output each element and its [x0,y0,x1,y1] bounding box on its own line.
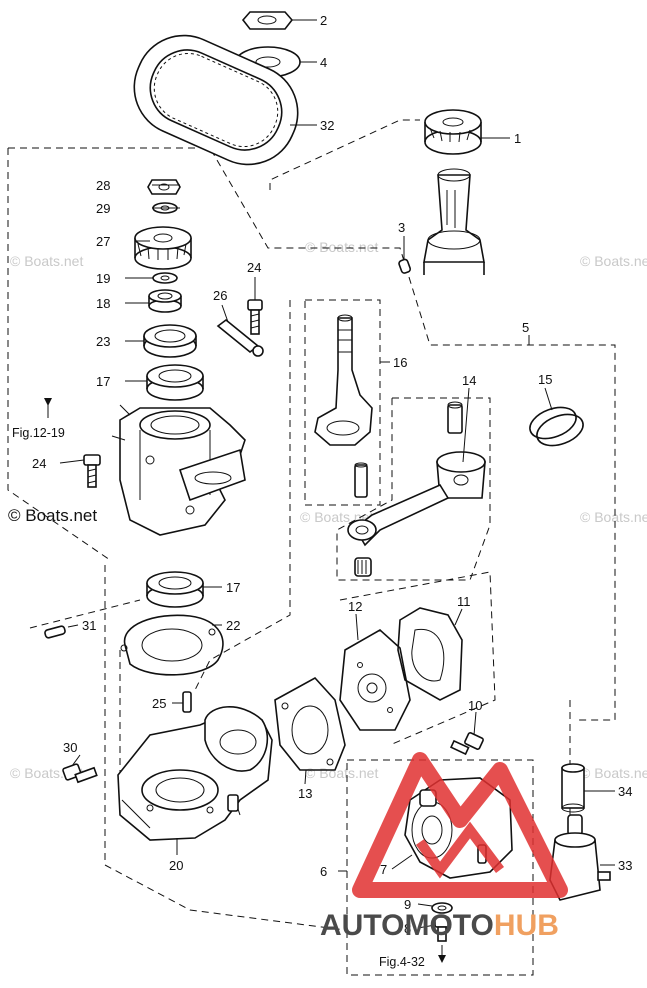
arrow-up-icon [44,398,52,406]
leader-lines [47,19,615,955]
part-24-upper-bolt [247,299,263,335]
watermark-text: © Boats.net [305,765,378,781]
callout-27: 27 [96,234,110,249]
callout-30: 30 [63,740,77,755]
watermark-text: © Boats.net [580,253,647,269]
part-17-upper-bearing [146,364,204,401]
figure-references: Fig.12-19 Fig.4-32 [12,398,446,969]
vertical-shaft [423,168,485,275]
part-27-drive-gear [134,226,192,270]
boats-net-watermark: © Boats.net [8,506,97,525]
callout-33: 33 [618,858,632,873]
logo-text-orange: HUB [494,909,559,942]
fig-ref-top[interactable]: Fig.12-19 [12,426,65,440]
callout-11: 11 [457,594,471,609]
part-22-gasket [120,614,224,676]
callout-1: 1 [514,131,521,146]
part-32-timing-belt [133,34,299,166]
callout-7: 7 [380,862,387,877]
part-31-dowel-pin [44,625,66,639]
callout-15: 15 [538,372,552,387]
assembly-outlines [7,119,616,976]
part-20-lower-housing [117,706,273,841]
automotohub-logo: AUTOMOTOHUB [320,752,568,942]
callout-9: 9 [404,897,411,912]
part-12-plate [339,629,411,731]
callout-16: 16 [393,355,407,370]
part-11-gasket [397,607,463,701]
mountain-logo-icon [352,752,568,898]
part-28-nut [147,179,181,195]
callout-2: 2 [320,13,327,28]
part-25-pin [182,691,192,713]
svg-text:AUTOMOTOHUB: AUTOMOTOHUB [320,909,559,942]
logo-zigzag-icon [415,821,504,879]
callout-6: 6 [320,864,327,879]
part-13-gasket [274,676,346,771]
callout-10: 10 [468,698,482,713]
part-30-bolt [62,763,98,784]
callout-26: 26 [213,288,227,303]
part-24-lower-bolt [83,454,101,488]
part-1-pulley [424,109,482,155]
callout-24-lower: 24 [32,456,46,471]
part-8-drain-screw [434,916,450,942]
part-17-lower-bearing [146,571,204,608]
part-16-crankshaft [314,314,373,498]
part-18-collar [148,289,182,313]
callout-25: 25 [152,696,166,711]
callout-12: 12 [348,599,362,614]
part-26-pin [216,318,264,357]
watermark-text: © Boats.net [10,253,83,269]
callout-14: 14 [462,373,476,388]
part-9-washer [431,902,453,914]
callout-3: 3 [398,220,405,235]
part-14-piston-assembly [347,401,486,577]
part-19-washer [152,272,178,284]
watermark-text: © Boats.net [305,239,378,255]
part-2-nut [241,11,294,30]
watermark-text: © Boats.net [580,765,647,781]
callout-28: 28 [96,178,110,193]
callout-8: 8 [404,921,411,936]
callout-24-upper: 24 [247,260,261,275]
callout-34: 34 [618,784,632,799]
part-3-key [398,258,412,274]
callout-13: 13 [298,786,312,801]
logo-text-dark: AUTOMOTO [320,909,494,942]
callout-20: 20 [169,858,183,873]
faint-watermarks: © Boats.net © Boats.net © Boats.net © Bo… [10,239,647,781]
callout-5: 5 [522,320,529,335]
callout-labels: 2 4 32 1 3 28 29 27 19 18 23 17 24 26 16… [32,13,632,936]
watermark-text: © Boats.net [580,509,647,525]
arrow-down-icon [438,955,446,963]
callout-31: 31 [82,618,96,633]
part-15-piston-rings [529,406,584,447]
part-23-oil-seal [143,324,197,358]
callout-29: 29 [96,201,110,216]
part-34-sleeve [561,763,585,813]
fig-ref-bottom[interactable]: Fig.4-32 [379,955,425,969]
part-10-bolt [449,732,484,756]
callout-17-upper: 17 [96,374,110,389]
callout-19: 19 [96,271,110,286]
callout-22: 22 [226,618,240,633]
callout-17-lower: 17 [226,580,240,595]
upper-crankcase-housing [111,404,246,536]
callout-4: 4 [320,55,327,70]
callout-23: 23 [96,334,110,349]
callout-32: 32 [320,118,334,133]
callout-18: 18 [96,296,110,311]
